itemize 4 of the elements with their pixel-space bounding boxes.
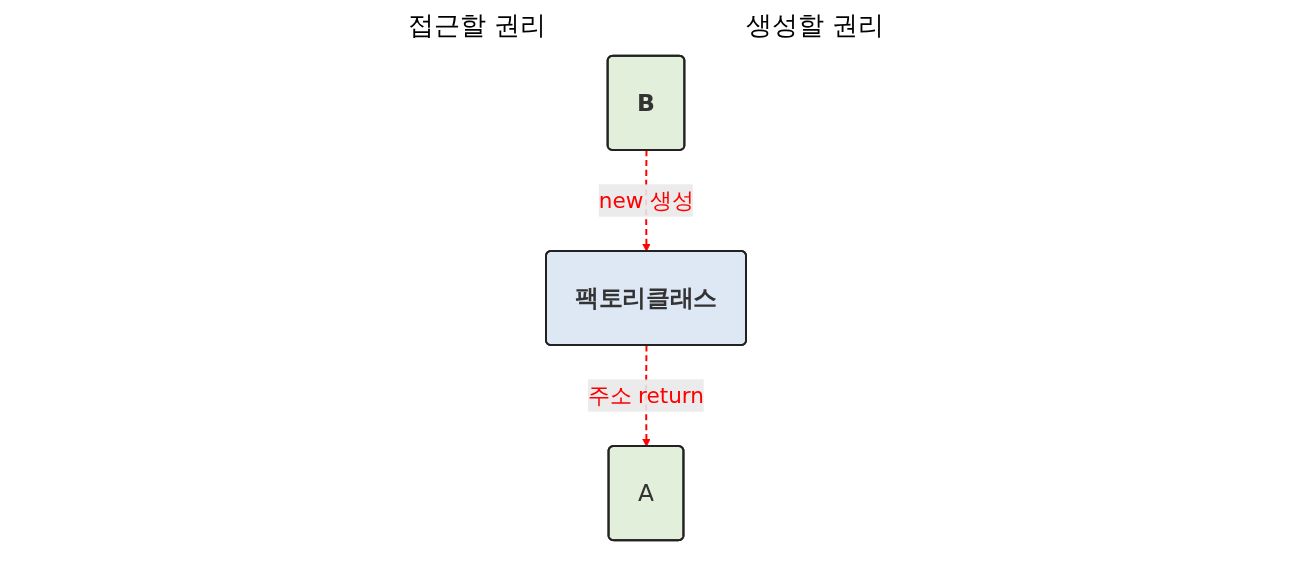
note-text: 생성할 권리 <box>746 9 885 42</box>
edge-label: new 생성 <box>598 188 694 213</box>
edge-label: 주소 return <box>588 383 704 408</box>
note-text: 접근할 권리 <box>407 9 546 42</box>
